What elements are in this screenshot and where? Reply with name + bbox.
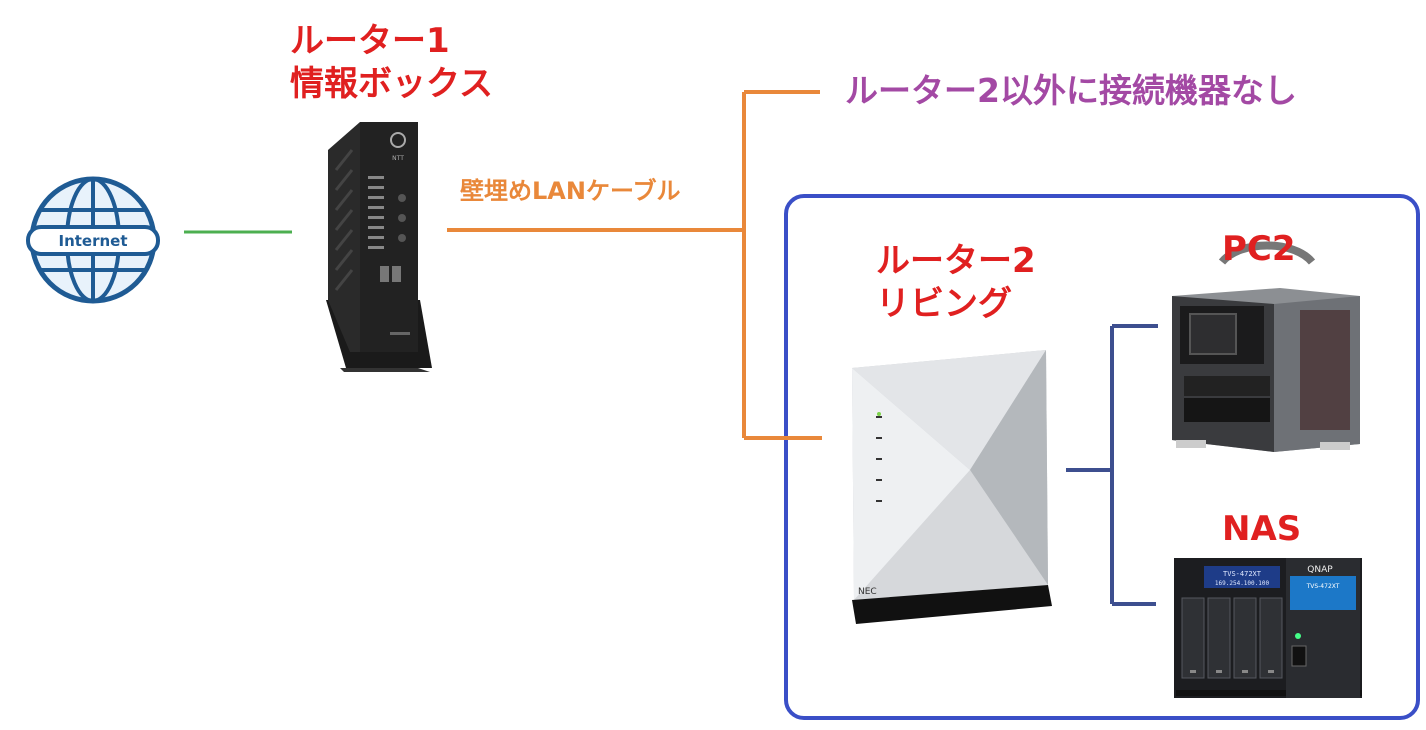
globe-icon: Internet bbox=[26, 176, 160, 304]
no-other-devices-note: ルーター2以外に接続機器なし bbox=[845, 71, 1297, 110]
pc2-image bbox=[1172, 241, 1360, 452]
pc2-label: PC2 bbox=[1222, 229, 1296, 269]
router1-label-line1: ルーター1 bbox=[290, 21, 450, 61]
router2-label-line2: リビング bbox=[876, 283, 1012, 324]
router1-label: ルーター1 情報ボックス bbox=[290, 20, 493, 105]
wall-lan-cable bbox=[447, 90, 822, 440]
nas-label: NAS bbox=[1222, 509, 1302, 549]
globe-internet-text: Internet bbox=[58, 232, 127, 250]
router1-label-line2: 情報ボックス bbox=[290, 63, 493, 104]
router1-brand-text: NTT bbox=[392, 155, 404, 162]
nas-lcd-line1: TVS-472XT bbox=[1223, 570, 1262, 578]
living-room-group-box bbox=[784, 194, 1420, 720]
router2-device-links bbox=[1066, 324, 1158, 606]
router2-image: NEC bbox=[852, 350, 1052, 624]
nas-lcd-line2: 169.254.100.100 bbox=[1215, 580, 1270, 587]
nas-image: QNAP TVS-472XT TVS-472XT 169.254.100.100 bbox=[1174, 558, 1362, 698]
router2-label-line1: ルーター2 bbox=[876, 241, 1036, 281]
wall-lan-cable-label: 壁埋めLANケーブル bbox=[460, 177, 681, 205]
nas-brand-text: QNAP bbox=[1307, 565, 1333, 575]
router2-label: ルーター2 リビング bbox=[876, 240, 1036, 325]
router1-image: NTT bbox=[326, 122, 432, 372]
nas-model-text: TVS-472XT bbox=[1306, 583, 1340, 590]
router2-brand-text: NEC bbox=[858, 587, 877, 597]
